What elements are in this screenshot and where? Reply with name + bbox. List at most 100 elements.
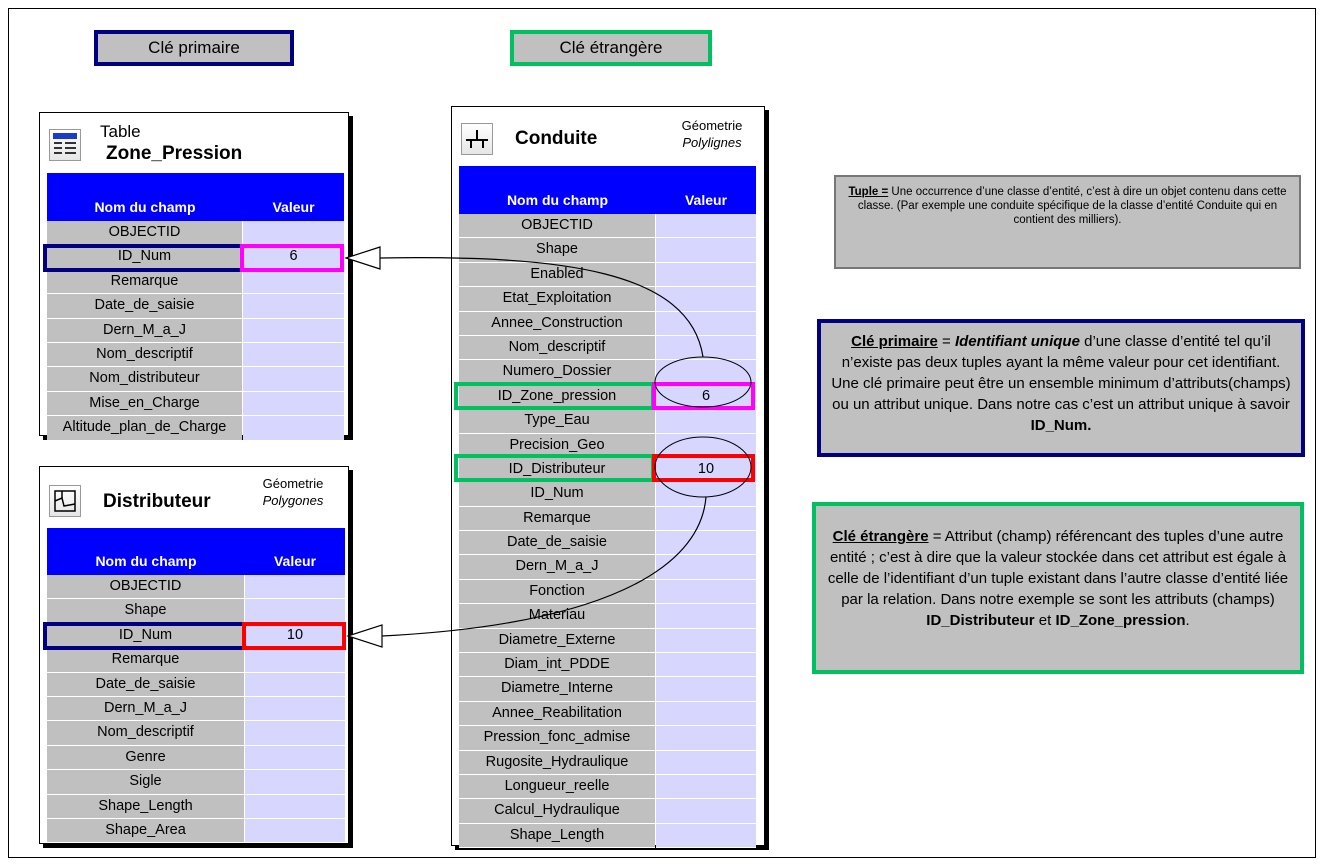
field-value — [656, 506, 756, 532]
field-value — [243, 318, 344, 343]
table-zone-pression: Table Zone_Pression Nom du champ Valeur … — [39, 112, 349, 441]
field-name: Nom_descriptif — [459, 335, 655, 361]
tuple-term: Tuple = — [848, 186, 889, 198]
field-name: Longueur_reelle — [459, 774, 655, 800]
field-name: Annee_Reabilitation — [459, 701, 655, 727]
field-value — [656, 311, 756, 336]
table-title: Zone_Pression — [106, 143, 243, 164]
field-value — [245, 818, 345, 844]
field-name: Date_de_saisie — [47, 672, 244, 697]
fk-bold-1: ID_Distributeur — [926, 612, 1035, 629]
field-name: Fonction — [459, 579, 655, 605]
field-value — [243, 416, 344, 441]
field-name: OBJECTID — [459, 214, 655, 239]
fk-term: Clé étrangère — [832, 528, 929, 545]
column-header-name: Nom du champ — [95, 553, 197, 569]
column-header-value: Valeur — [273, 553, 317, 569]
field-name: Nom_descriptif — [47, 721, 244, 746]
field-name: Shape_Area — [47, 818, 244, 844]
fk-end: . — [1185, 612, 1190, 629]
field-name: Etat_Exploitation — [459, 287, 655, 312]
legend-primary-key: Clé primaire — [94, 30, 294, 66]
column-header: Nom du champ Valeur — [47, 528, 345, 575]
field-name: Nom_descriptif — [47, 342, 242, 368]
field-value — [656, 287, 756, 312]
field-value — [243, 391, 344, 417]
field-value — [245, 696, 345, 722]
relationship-line-distrib — [381, 496, 707, 637]
feature-class-conduite: Conduite Géometrie Polylignes Nom du cha… — [451, 106, 767, 849]
field-value — [656, 677, 756, 702]
field-value — [656, 799, 756, 824]
field-name: Genre — [47, 745, 244, 771]
table-kind-label: Table — [100, 122, 141, 141]
field-name: Precision_Geo — [459, 433, 655, 458]
field-name: Type_Eau — [459, 409, 655, 434]
pk-emphasis: Identifiant unique — [954, 333, 1080, 350]
field-value — [656, 262, 756, 288]
field-value — [243, 367, 344, 392]
field-value — [245, 794, 345, 819]
pk-term: Clé primaire — [851, 333, 938, 350]
field-name: Sigle — [47, 770, 244, 795]
primary-key-note: Clé primaire = Identifiant unique d’une … — [817, 319, 1305, 457]
field-value — [656, 774, 756, 800]
field-value — [656, 409, 756, 434]
field-value — [656, 238, 756, 263]
foreign-value-ellipse-zone — [654, 356, 752, 408]
column-header: Nom du champ Valeur — [47, 173, 344, 221]
field-name: Shape_Length — [47, 794, 244, 819]
field-name: Date_de_saisie — [47, 294, 242, 319]
column-header: Nom du champ Valeur — [459, 166, 756, 214]
geometry-label: Géometrie — [262, 476, 324, 491]
arrowhead-distrib — [346, 624, 383, 648]
field-value — [245, 672, 345, 697]
geometry-type: Polylignes — [682, 135, 742, 150]
pk-text: d’une classe d’entité tel qu’il n’existe… — [831, 333, 1291, 413]
field-name: Shape_Length — [459, 823, 655, 849]
field-name: Diam_int_PDDE — [459, 653, 655, 678]
field-name: ID_Num — [459, 482, 655, 507]
tuple-text: Une occurrence d’une classe d’entité, c’… — [857, 186, 1287, 226]
field-name: Nom_distributeur — [47, 367, 242, 392]
column-header-value: Valeur — [272, 199, 315, 215]
field-name: Diametre_Externe — [459, 628, 655, 654]
field-name: Mise_en_Charge — [47, 391, 242, 417]
field-name: Remarque — [47, 648, 244, 673]
field-name: Shape — [47, 599, 244, 624]
field-name: Date_de_saisie — [459, 531, 655, 556]
field-value — [656, 335, 756, 361]
tuple-note: Tuple = Une occurrence d’une classe d’en… — [834, 175, 1301, 269]
field-name: OBJECTID — [47, 575, 244, 600]
polygon-icon — [49, 485, 81, 517]
field-value — [245, 648, 345, 673]
column-header-value: Valeur — [684, 192, 728, 208]
column-header-name: Nom du champ — [506, 192, 609, 208]
field-name: Dern_M_a_J — [47, 696, 244, 722]
field-value — [243, 269, 344, 295]
geometry-info: Géometrie Polylignes — [657, 117, 767, 151]
field-value — [245, 721, 345, 746]
field-name: Pression_fonc_admise — [459, 726, 655, 751]
field-value — [656, 628, 756, 654]
field-value — [656, 823, 756, 849]
pk-bold: ID_Num. — [1030, 417, 1092, 434]
field-value — [656, 579, 756, 605]
field-name: Materiau — [459, 604, 655, 629]
fk-bold-2: ID_Zone_pression — [1055, 612, 1186, 629]
field-value — [245, 575, 345, 600]
field-value — [245, 745, 345, 771]
field-name: Remarque — [47, 269, 242, 295]
polyline-icon — [461, 123, 493, 155]
feature-class-title: Distributeur — [103, 491, 211, 512]
field-value — [243, 294, 344, 319]
field-value — [656, 531, 756, 556]
field-value — [656, 214, 756, 239]
foreign-value-ellipse-distrib — [654, 436, 752, 498]
foreign-key-note: Clé étrangère = Attribut (champ) référen… — [812, 502, 1304, 674]
column-header-name: Nom du champ — [94, 199, 196, 215]
field-value — [245, 770, 345, 795]
field-name: Enabled — [459, 262, 655, 288]
field-name: Annee_Construction — [459, 311, 655, 336]
